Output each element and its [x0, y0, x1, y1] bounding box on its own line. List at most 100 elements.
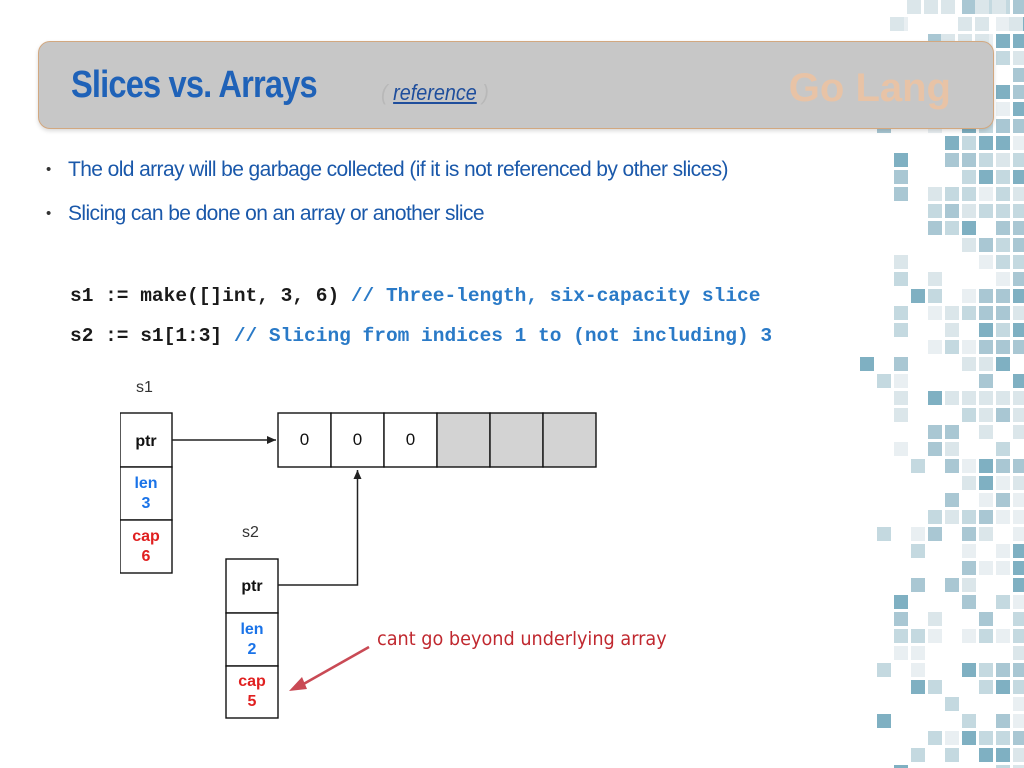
- reference-link[interactable]: reference: [393, 80, 477, 105]
- mosaic-tile: [962, 663, 976, 677]
- s2-header: ptr len 2 cap 5: [225, 558, 279, 719]
- mosaic-tile: [996, 119, 1010, 133]
- slide-title: Slices vs. Arrays: [71, 64, 318, 106]
- mosaic-tile: [996, 391, 1010, 405]
- mosaic-tile: [911, 578, 925, 592]
- mosaic-tile: [1013, 425, 1024, 439]
- mosaic-tile: [911, 663, 925, 677]
- mosaic-tile: [928, 629, 942, 643]
- array-cell: [383, 412, 438, 468]
- mosaic-tile: [945, 221, 959, 235]
- mosaic-tile: [979, 306, 993, 320]
- mosaic-tile: [996, 85, 1010, 99]
- mosaic-tile: [1009, 17, 1023, 31]
- s1-len-label: len: [134, 475, 157, 492]
- mosaic-tile: [945, 510, 959, 524]
- mosaic-tile: [1013, 272, 1024, 286]
- slice-diagram: s1 ptr len 3 cap 6 0 0 0 s2 ptr len 2 ca…: [120, 374, 598, 720]
- code-comment: // Three-length, six-capacity slice: [350, 285, 761, 307]
- mosaic-tile: [924, 0, 938, 14]
- mosaic-tile: [911, 646, 925, 660]
- mosaic-tile: [1013, 221, 1024, 235]
- mosaic-tile: [894, 374, 908, 388]
- mosaic-tile: [996, 34, 1010, 48]
- mosaic-tile: [928, 680, 942, 694]
- mosaic-tile: [1013, 34, 1024, 48]
- mosaic-tile: [911, 527, 925, 541]
- mosaic-tile: [992, 0, 1006, 14]
- mosaic-tile: [1013, 765, 1024, 768]
- s2-cap-label: cap: [238, 673, 266, 690]
- s1-header: ptr len 3 cap 6: [120, 412, 173, 574]
- mosaic-tile: [945, 204, 959, 218]
- mosaic-tile: [894, 170, 908, 184]
- mosaic-tile: [911, 544, 925, 558]
- mosaic-tile: [1013, 0, 1024, 14]
- mosaic-tile: [979, 612, 993, 626]
- bullet-item: •Slicing can be done on an array or anot…: [46, 199, 728, 243]
- mosaic-tile: [975, 17, 989, 31]
- mosaic-tile: [962, 170, 976, 184]
- mosaic-tile: [1013, 731, 1024, 745]
- mosaic-tile: [1013, 340, 1024, 354]
- mosaic-tile: [877, 374, 891, 388]
- array-cell: [277, 412, 332, 468]
- mosaic-tile: [1013, 612, 1024, 626]
- mosaic-tile: [1013, 714, 1024, 728]
- mosaic-tile: [962, 510, 976, 524]
- mosaic-tile: [911, 289, 925, 303]
- mosaic-tile: [996, 187, 1010, 201]
- mosaic-tile: [928, 425, 942, 439]
- mosaic-tile: [996, 714, 1010, 728]
- mosaic-tile: [962, 544, 976, 558]
- mosaic-tile: [911, 629, 925, 643]
- mosaic-tile: [1013, 561, 1024, 575]
- mosaic-tile: [1013, 289, 1024, 303]
- mosaic-tile: [979, 731, 993, 745]
- mosaic-tile: [996, 357, 1010, 371]
- mosaic-tile: [996, 663, 1010, 677]
- mosaic-tile: [996, 102, 1010, 116]
- annotation-note: cant go beyond underlying array: [377, 628, 667, 650]
- underlying-array: 0 0 0: [277, 412, 597, 468]
- mosaic-tile: [1013, 408, 1024, 422]
- mosaic-tile: [945, 306, 959, 320]
- mosaic-tile: [962, 204, 976, 218]
- mosaic-tile: [928, 340, 942, 354]
- s1-label: s1: [136, 379, 153, 396]
- mosaic-tile: [996, 323, 1010, 337]
- slide-subtitle: ( reference ): [381, 80, 489, 106]
- mosaic-tile: [911, 748, 925, 762]
- s2-label: s2: [242, 524, 259, 541]
- mosaic-tile: [979, 255, 993, 269]
- mosaic-tile: [996, 204, 1010, 218]
- mosaic-tile: [1013, 119, 1024, 133]
- array-cell-value: 0: [353, 430, 362, 449]
- mosaic-tile: [1013, 578, 1024, 592]
- mosaic-tile: [962, 357, 976, 371]
- mosaic-tile: [1013, 85, 1024, 99]
- mosaic-tile: [945, 442, 959, 456]
- mosaic-tile: [996, 510, 1010, 524]
- mosaic-tile: [979, 663, 993, 677]
- mosaic-tile: [996, 221, 1010, 235]
- mosaic-tile: [928, 731, 942, 745]
- array-cell-empty: [542, 412, 597, 468]
- mosaic-tile: [962, 731, 976, 745]
- mosaic-tile: [1013, 255, 1024, 269]
- mosaic-tile: [962, 221, 976, 235]
- mosaic-tile: [945, 323, 959, 337]
- mosaic-tile: [894, 153, 908, 167]
- mosaic-tile: [962, 391, 976, 405]
- s1-cap-value: 6: [142, 548, 151, 565]
- mosaic-tile: [1013, 748, 1024, 762]
- mosaic-tile: [1013, 476, 1024, 490]
- mosaic-tile: [894, 306, 908, 320]
- mosaic-tile: [1013, 238, 1024, 252]
- mosaic-tile: [945, 340, 959, 354]
- mosaic-tile: [979, 493, 993, 507]
- bullet-dot-icon: •: [46, 205, 51, 222]
- mosaic-tile: [996, 459, 1010, 473]
- mosaic-tile: [979, 459, 993, 473]
